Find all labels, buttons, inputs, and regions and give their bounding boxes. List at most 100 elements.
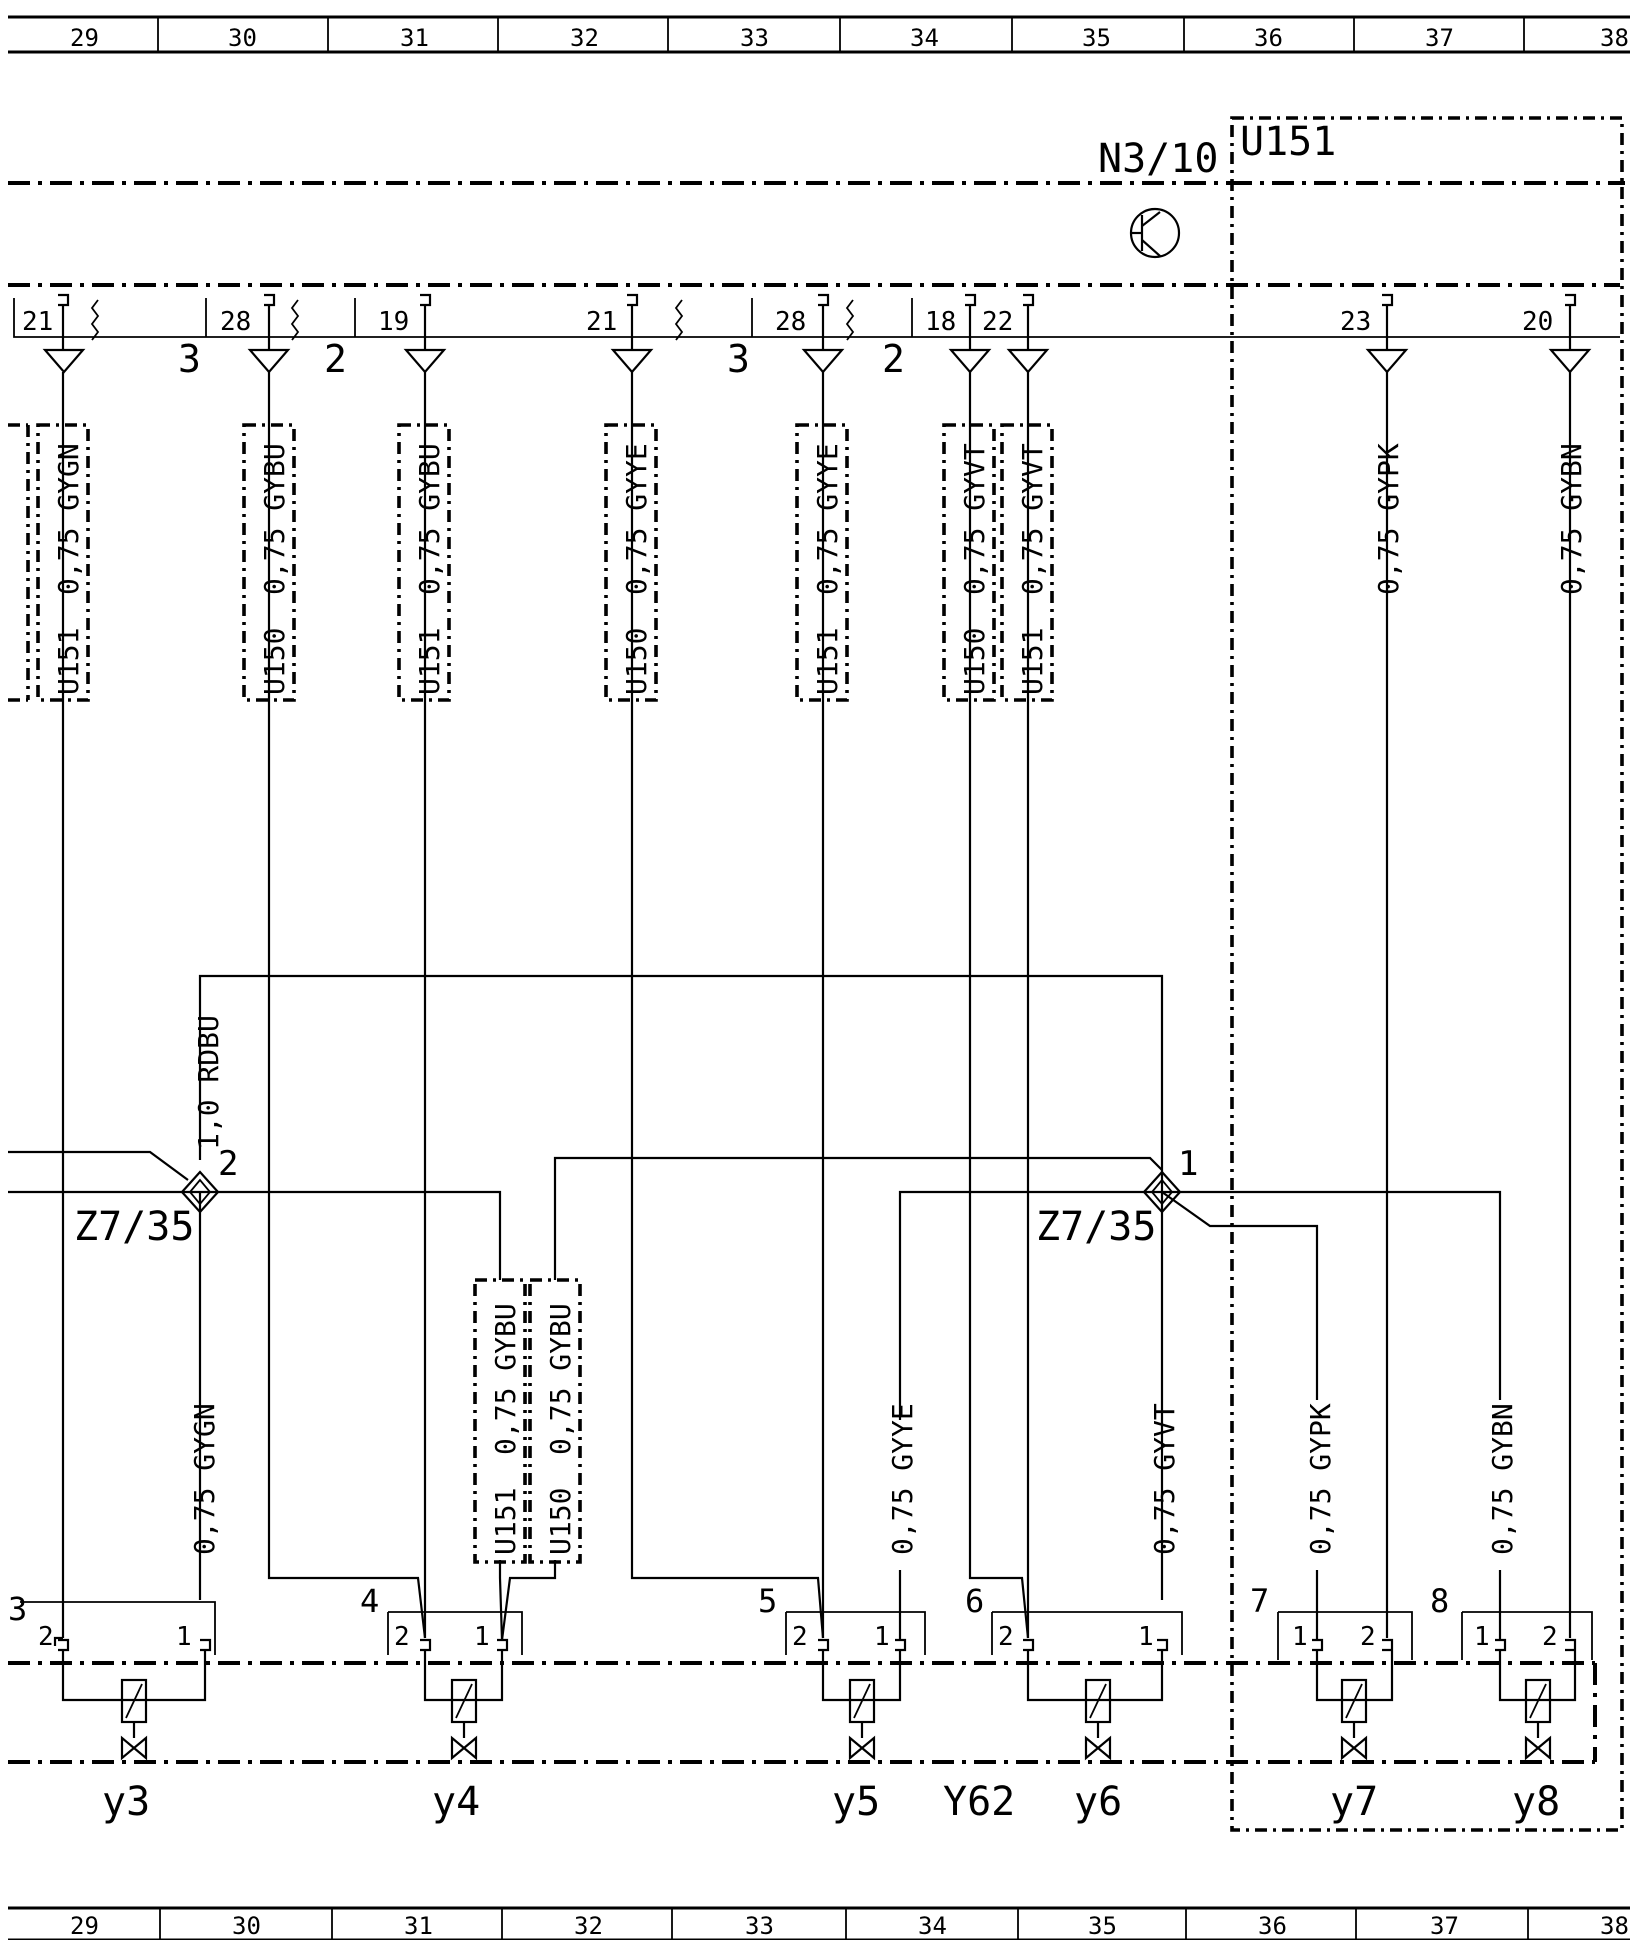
ruler-col: 36 bbox=[1258, 1912, 1287, 1940]
top-ruler: 29 30 31 32 33 34 35 36 37 38 bbox=[8, 15, 1630, 54]
wire-label: 0,75 GYPK bbox=[1372, 443, 1405, 595]
valve-y8: 8 1 2 y8 bbox=[1430, 1582, 1593, 1825]
ruler-col: 32 bbox=[574, 1912, 603, 1940]
svg-text:1: 1 bbox=[874, 1622, 890, 1652]
wires bbox=[8, 372, 1572, 1646]
wire-label: 0,75 GYBU bbox=[258, 443, 291, 595]
valve-block-label: Y62 bbox=[943, 1779, 1015, 1825]
svg-text:28: 28 bbox=[775, 307, 806, 337]
ruler-col: 35 bbox=[1082, 24, 1111, 52]
wire-label: 0,75 GYVT bbox=[1148, 1403, 1181, 1555]
wire-label: U150 bbox=[620, 628, 653, 695]
terminal: 28 bbox=[220, 293, 291, 374]
connector-number: 7 bbox=[1250, 1582, 1269, 1620]
svg-text:1: 1 bbox=[176, 1622, 192, 1652]
svg-text:21: 21 bbox=[22, 307, 53, 337]
wire-label: U151 bbox=[413, 628, 446, 695]
wire-label: U151 bbox=[489, 1488, 522, 1555]
valve-label: y4 bbox=[432, 1779, 480, 1825]
module-label: U151 bbox=[1240, 119, 1336, 165]
svg-text:2: 2 bbox=[38, 1622, 54, 1652]
ruler-col: 33 bbox=[745, 1912, 774, 1940]
valve-label: y5 bbox=[832, 1779, 880, 1825]
valve-label: y3 bbox=[102, 1779, 150, 1825]
terminal: 23 bbox=[1340, 293, 1409, 374]
terminal: 22 bbox=[982, 293, 1050, 374]
ruler-col: 34 bbox=[910, 24, 939, 52]
star-point-label: Z7/35 bbox=[74, 1204, 194, 1250]
terminal: 20 bbox=[1522, 293, 1592, 374]
ruler-col: 35 bbox=[1088, 1912, 1117, 1940]
svg-text:2: 2 bbox=[1360, 1622, 1376, 1652]
svg-text:28: 28 bbox=[220, 307, 251, 337]
wire-label: 0,75 GYBU bbox=[544, 1303, 577, 1455]
connector-number: 6 bbox=[965, 1582, 984, 1620]
ruler-col: 29 bbox=[70, 24, 99, 52]
wire-label: 0,75 GYVT bbox=[1016, 443, 1049, 595]
terminal: 19 bbox=[378, 293, 447, 374]
ruler-col: 29 bbox=[70, 1912, 99, 1940]
svg-text:2: 2 bbox=[394, 1622, 410, 1652]
valve-y4: 4 2 1 y4 bbox=[360, 1582, 523, 1825]
svg-text:20: 20 bbox=[1522, 307, 1553, 337]
svg-text:2: 2 bbox=[998, 1622, 1014, 1652]
star-point-pin: 2 bbox=[218, 1144, 238, 1184]
control-unit-n3-10: N3/10 bbox=[8, 136, 1625, 287]
top-plug-boxes bbox=[36, 423, 1054, 702]
terminal: 28 bbox=[775, 293, 845, 374]
ruler-col: 38 bbox=[1600, 24, 1629, 52]
star-point-right: Z7/35 1 bbox=[1036, 1144, 1198, 1250]
star-point-label: Z7/35 bbox=[1036, 1204, 1156, 1250]
wire-label: U150 bbox=[958, 628, 991, 695]
valve-y6: 6 2 1 y6 bbox=[965, 1582, 1183, 1825]
top-terminals: 21 28 19 21 28 18 22 23 bbox=[22, 293, 1592, 374]
wire-label: 0,75 GYGN bbox=[188, 1403, 221, 1555]
connector-number: 5 bbox=[758, 1582, 777, 1620]
valve-y7: 7 1 2 y7 bbox=[1250, 1582, 1413, 1825]
svg-text:18: 18 bbox=[925, 307, 956, 337]
lower-wire-labels: 0,75 GYGN U151 0,75 GYBU U150 0,75 GYBU … bbox=[188, 1303, 1519, 1555]
valve-label: y7 bbox=[1330, 1779, 1378, 1825]
ruler-col: 30 bbox=[228, 24, 257, 52]
valve-label: y8 bbox=[1512, 1779, 1560, 1825]
wire-label: 0,75 GYGN bbox=[52, 443, 85, 595]
wire-label: 0,75 GYPK bbox=[1304, 1403, 1337, 1555]
wire-label: U151 bbox=[52, 628, 85, 695]
terminal: 21 bbox=[22, 293, 86, 374]
wire-label: 0,75 GYYE bbox=[811, 443, 844, 595]
bottom-ruler: 29 30 31 32 33 34 35 36 37 38 bbox=[8, 1906, 1630, 1940]
transistor-icon bbox=[1129, 207, 1181, 259]
connector-number: 8 bbox=[1430, 1582, 1449, 1620]
module-u151-outline: U151 bbox=[1230, 116, 1624, 1832]
connector-brackets bbox=[13, 298, 1620, 338]
group-number: 3 bbox=[178, 337, 201, 381]
svg-text:22: 22 bbox=[982, 307, 1013, 337]
svg-text:2: 2 bbox=[1542, 1622, 1558, 1652]
lower-plug-boxes bbox=[473, 1278, 582, 1564]
ruler-col: 38 bbox=[1600, 1912, 1629, 1940]
wire-label: 0,75 GYBN bbox=[1486, 1403, 1519, 1555]
svg-text:19: 19 bbox=[378, 307, 409, 337]
wire-label: 0,75 GYYE bbox=[886, 1403, 919, 1555]
terminal: 18 bbox=[925, 293, 992, 374]
ruler-col: 36 bbox=[1254, 24, 1283, 52]
ruler-col: 37 bbox=[1430, 1912, 1459, 1940]
plug-box-partial bbox=[8, 423, 30, 702]
svg-text:1: 1 bbox=[1292, 1622, 1308, 1652]
ruler-col: 33 bbox=[740, 24, 769, 52]
valve-y3: 3 2 1 y3 bbox=[8, 1590, 216, 1825]
valve-y5: 5 2 1 y5 bbox=[758, 1582, 926, 1825]
ruler-col: 32 bbox=[570, 24, 599, 52]
wire-label: 0,75 GYYE bbox=[620, 443, 653, 595]
connector-number: 3 bbox=[8, 1590, 27, 1628]
svg-text:2: 2 bbox=[792, 1622, 808, 1652]
star-point-pin: 1 bbox=[1178, 1144, 1198, 1184]
wire-label: 0,75 GYVT bbox=[958, 443, 991, 595]
group-number: 3 bbox=[727, 337, 750, 381]
wire-label: 0,75 GYBU bbox=[489, 1303, 522, 1455]
wire-label: U150 bbox=[258, 628, 291, 695]
wire-label: U150 bbox=[544, 1488, 577, 1555]
svg-text:21: 21 bbox=[586, 307, 617, 337]
top-wire-labels: U151 0,75 GYGN U150 0,75 GYBU U151 0,75 … bbox=[52, 443, 1588, 695]
connector-number: 4 bbox=[360, 1582, 379, 1620]
